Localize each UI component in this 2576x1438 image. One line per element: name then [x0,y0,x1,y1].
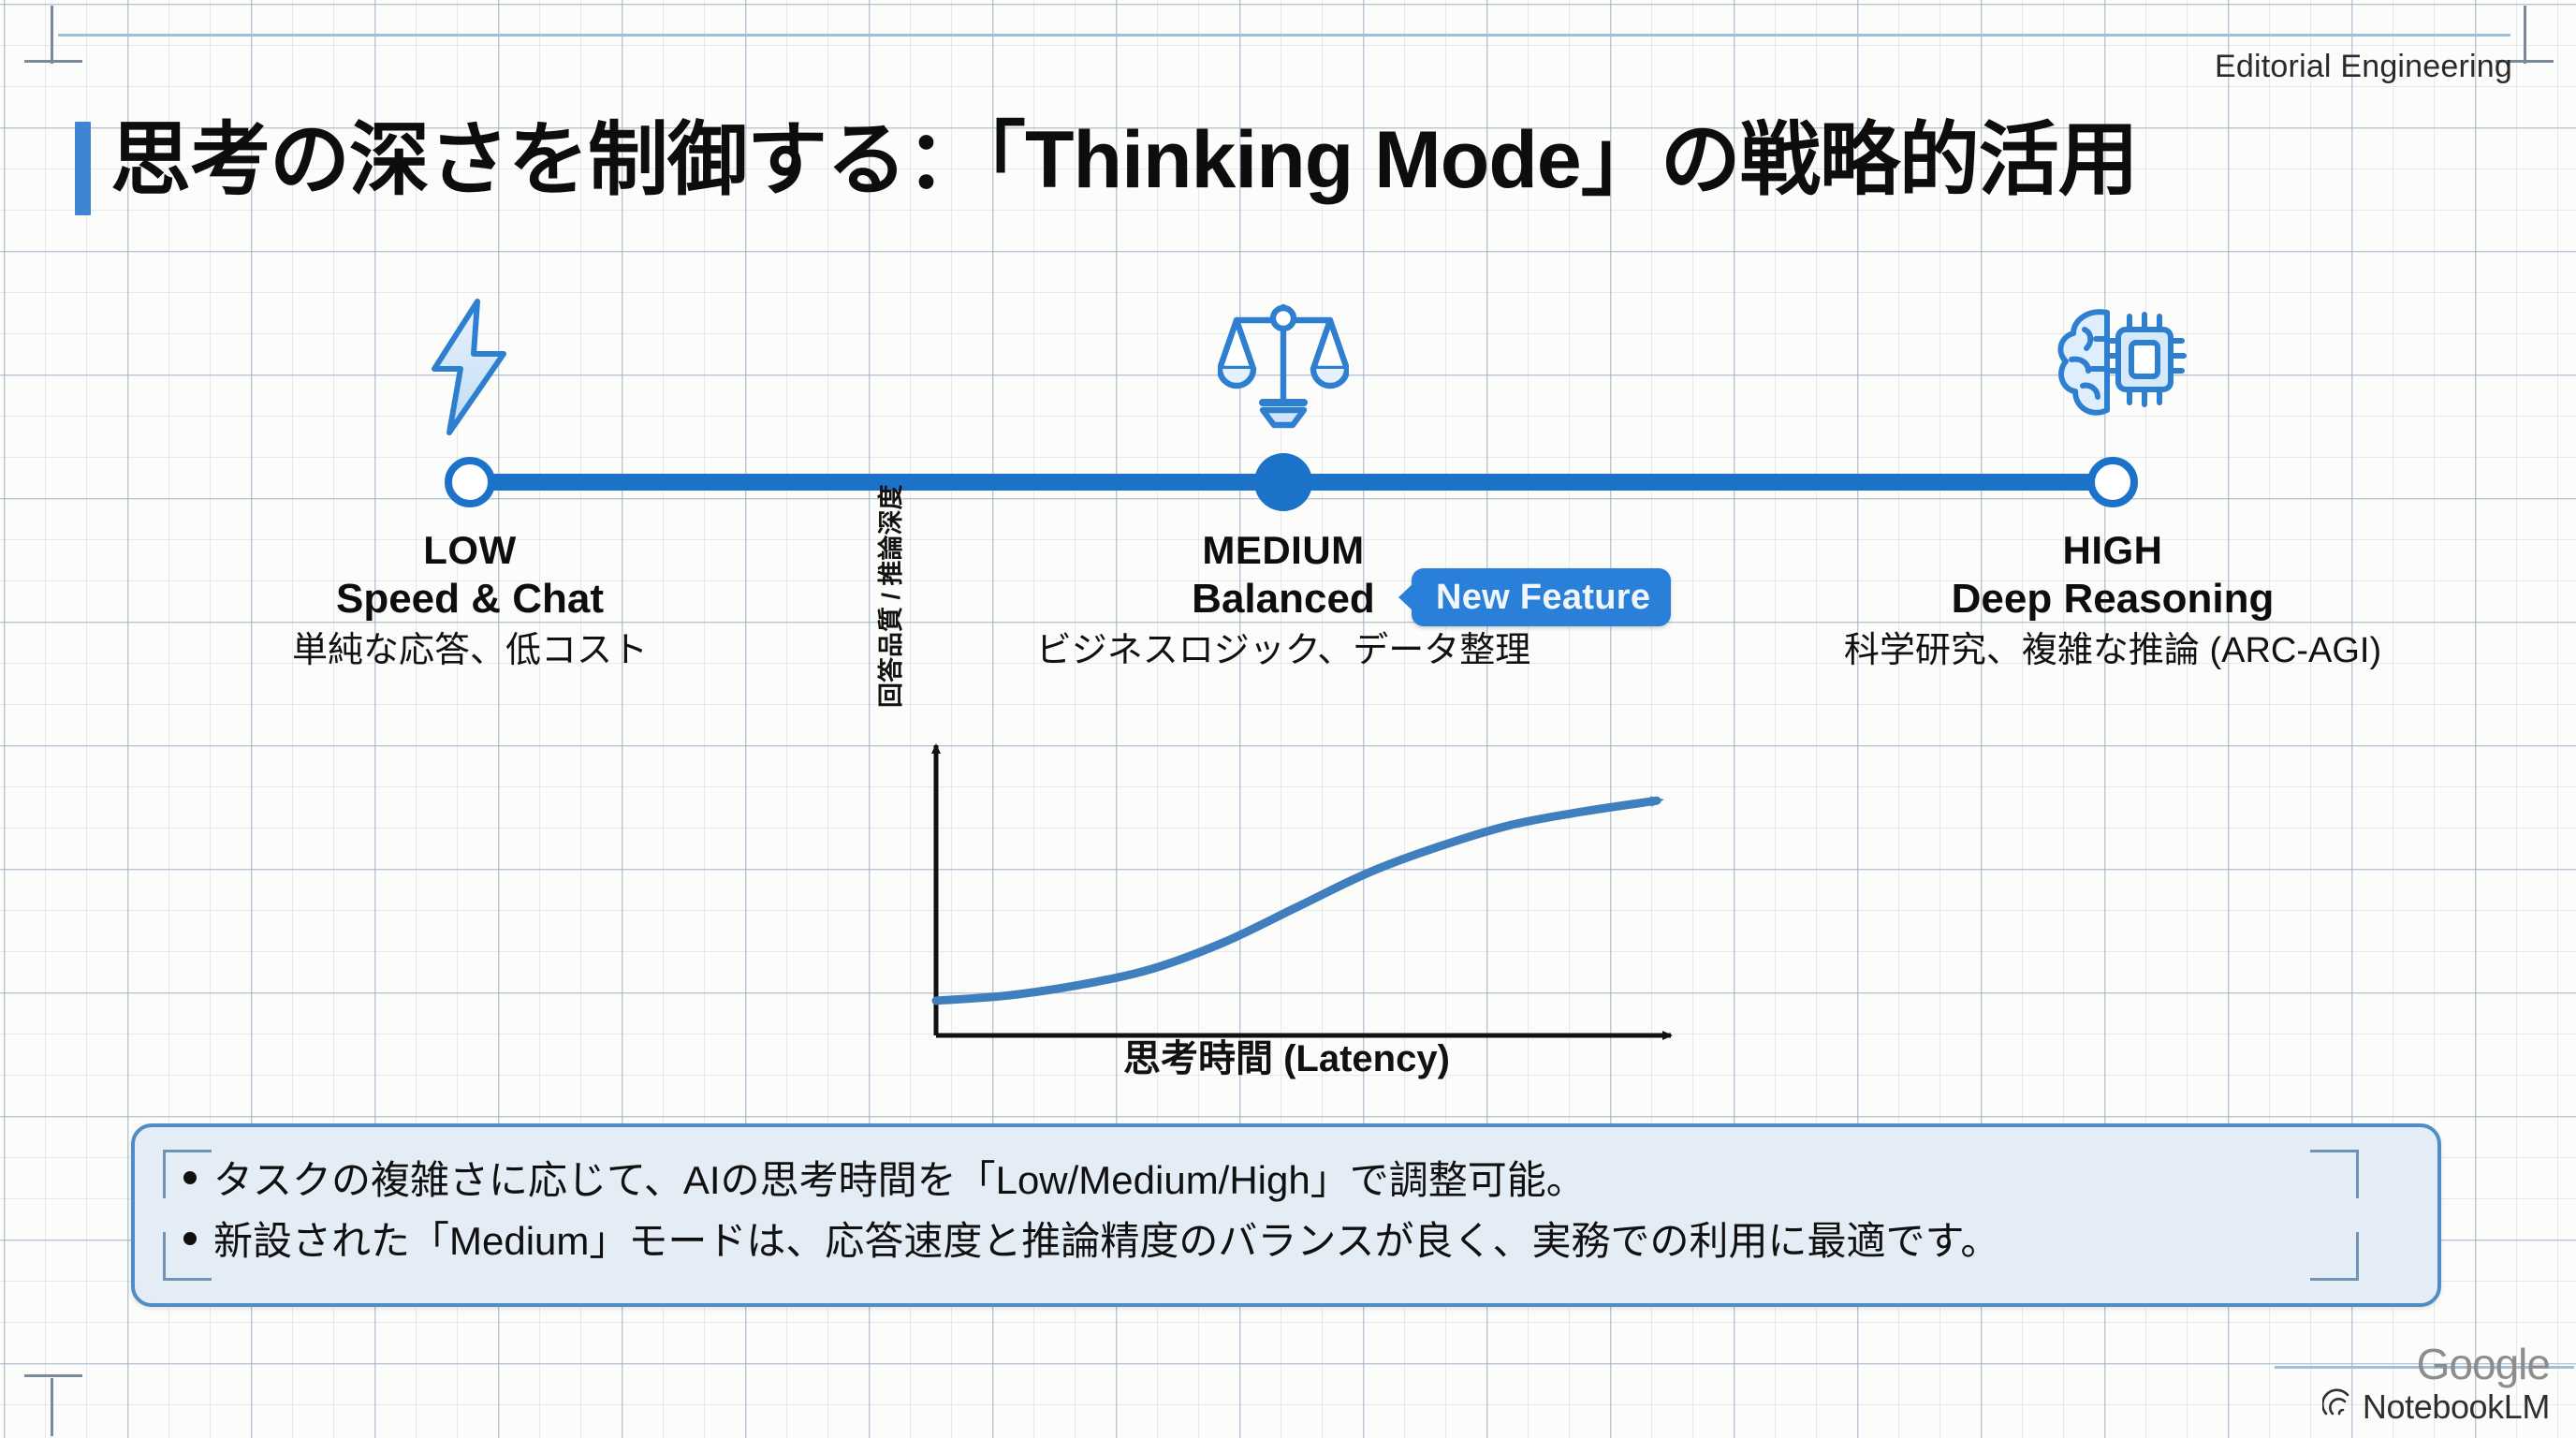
google-wordmark: Google [2322,1340,2551,1388]
slider-stop-high-subtitle: Deep Reasoning [1951,576,2275,623]
page-title: 思考の深さを制御する：「Thinking Mode」の戦略的活用 [110,115,2139,205]
summary-bullet-1: タスクの複雑さに応じて、AIの思考時間を「Low/Medium/High」で調整… [213,1158,1586,1202]
notebooklm-wordmark: NotebookLM [2362,1387,2551,1426]
slider-stop-high-name: HIGH [2062,528,2163,572]
header-label: Editorial Engineering [2215,49,2512,84]
slider-stop-medium-subtitle: Balanced [1192,576,1375,623]
chart-y-axis-label: 回答品質 / 推論深度 [877,484,905,708]
bullet-dot-icon [183,1171,197,1184]
new-feature-badge: New Feature [1398,568,1672,626]
slider-stop-medium-name: MEDIUM [1202,528,1365,572]
chart-curve [931,796,1664,1005]
list-item: 新設された「Medium」モードは、応答速度と推論精度のバランスが良く、実務での… [183,1211,2430,1271]
summary-bullet-2: 新設された「Medium」モードは、応答速度と推論精度のバランスが良く、実務での… [213,1219,2000,1264]
latency-quality-chart [871,708,1713,1101]
slider-node-low[interactable] [445,457,495,507]
footer-branding: Google NotebookLM [2320,1340,2551,1426]
google-wordmark-text: Google [2416,1340,2551,1388]
balance-scales-icon [1208,298,1358,438]
summary-panel [131,1123,2441,1307]
list-item: タスクの複雑さに応じて、AIの思考時間を「Low/Medium/High」で調整… [183,1150,2430,1211]
slider-node-high[interactable] [2087,457,2138,507]
slider-stop-low-description: 単純な応答、低コスト [291,630,648,670]
slider-stop-low: LOW Speed & Chat 単純な応答、低コスト [114,526,826,674]
slider-node-medium[interactable] [1254,453,1312,511]
lightning-bolt-icon [393,298,543,438]
header-divider [58,34,2510,37]
slider-stop-low-name: LOW [423,528,517,572]
chart-x-axis-label: 思考時間 (Latency) [1123,1038,1450,1079]
slider-stop-medium: MEDIUM Balanced ビジネスロジック、データ整理 [928,526,1639,674]
slider-stop-low-subtitle: Speed & Chat [335,576,605,623]
slider-stop-medium-description: ビジネスロジック、データ整理 [1035,630,1531,670]
title-accent-bar [75,122,91,215]
slider-stop-high-description: 科学研究、複雑な推論 (ARC-AGI) [1843,630,2382,670]
badge-pointer-icon [1398,583,1413,611]
summary-bullet-list: タスクの複雑さに応じて、AIの思考時間を「Low/Medium/High」で調整… [183,1150,2430,1271]
new-feature-badge-label: New Feature [1436,577,1651,617]
brain-chip-icon [2042,298,2192,438]
bullet-dot-icon [183,1232,197,1246]
notebooklm-logo-icon [2320,1388,2354,1425]
slider-stop-high: HIGH Deep Reasoning 科学研究、複雑な推論 (ARC-AGI) [1757,526,2468,674]
footer-divider [2275,1366,2574,1369]
